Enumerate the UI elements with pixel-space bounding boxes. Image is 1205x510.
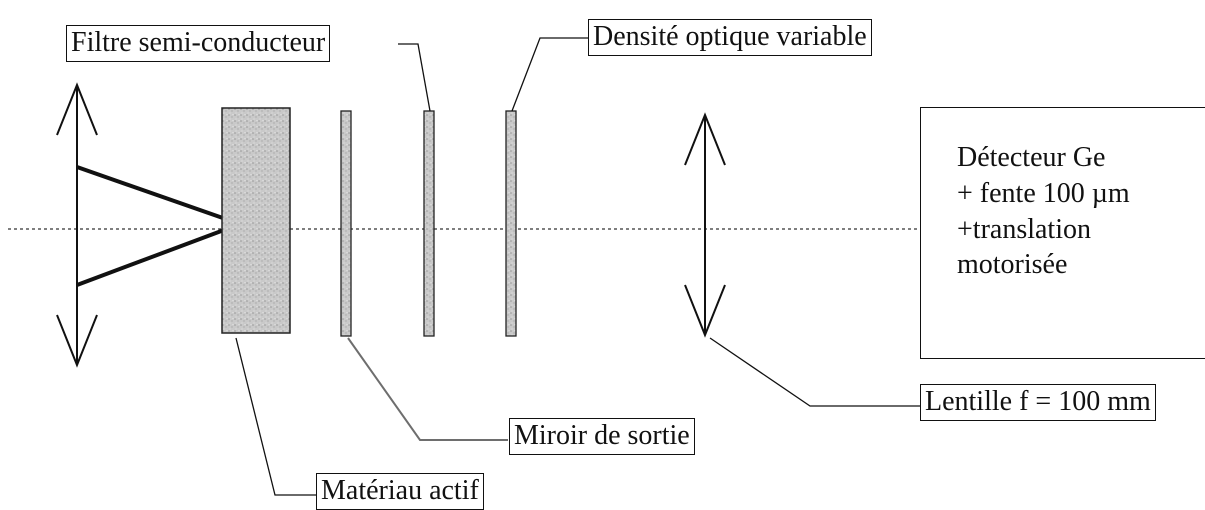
pump-beam <box>76 165 241 287</box>
label-miroir-de-sortie: Miroir de sortie <box>509 418 695 455</box>
detector-line-3: +translation <box>957 213 1091 245</box>
detector-line-2: + fente 100 µm <box>957 177 1130 209</box>
label-materiau-actif: Matériau actif <box>316 473 484 510</box>
semiconductor-filter <box>423 110 435 337</box>
focusing-lens <box>684 112 726 338</box>
leader-materiau <box>235 337 316 496</box>
label-filtre-semi-conducteur: Filtre semi-conducteur <box>66 25 331 62</box>
pump-lens <box>56 82 98 368</box>
leader-lentille <box>709 337 920 407</box>
leader-densite <box>511 37 588 112</box>
leader-miroir <box>347 337 508 441</box>
label-densite-optique-variable: Densité optique variable <box>588 19 872 56</box>
label-lentille: Lentille f = 100 mm <box>920 384 1156 421</box>
detector-box: Détecteur Ge + fente 100 µm +translation… <box>920 107 1205 359</box>
detector-line-4: motorisée <box>957 249 1068 281</box>
active-material <box>221 107 291 334</box>
detector-line-1: Détecteur Ge <box>957 142 1106 173</box>
variable-optical-density <box>505 110 517 337</box>
output-mirror <box>340 110 352 337</box>
leader-filtre <box>398 43 431 112</box>
